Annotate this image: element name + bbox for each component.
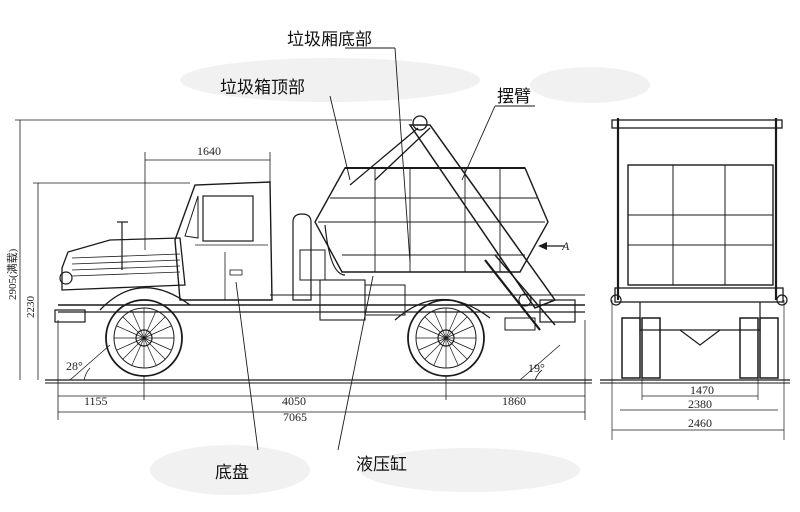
dim-overall-width: 2460 bbox=[688, 416, 712, 430]
dimension-lines bbox=[15, 119, 784, 431]
dim-front-overhang: 1155 bbox=[84, 394, 108, 408]
leader-lines bbox=[235, 47, 535, 451]
dim-height-2: 2230 bbox=[25, 296, 37, 319]
label-view-marker: A bbox=[561, 239, 570, 253]
rear-view bbox=[610, 118, 788, 440]
dim-overall-height: 2905(满载) bbox=[6, 248, 19, 300]
dim-cab-length: 1640 bbox=[197, 144, 221, 158]
side-view bbox=[54, 115, 585, 377]
label-swing-arm: 摆臂 bbox=[497, 87, 531, 107]
dim-overall-length: 7065 bbox=[283, 410, 307, 424]
label-box-bottom: 垃圾厢底部 bbox=[287, 30, 372, 50]
label-hydraulic-cylinder: 液压缸 bbox=[356, 454, 407, 475]
label-box-top: 垃圾箱顶部 bbox=[220, 78, 305, 98]
label-chassis: 底盘 bbox=[215, 463, 249, 483]
dim-departure-angle: 19° bbox=[528, 361, 545, 375]
ground-line bbox=[45, 379, 790, 384]
dim-wheelbase: 4050 bbox=[282, 394, 306, 408]
background-smudges bbox=[150, 58, 650, 495]
dim-frame-width: 2380 bbox=[688, 397, 712, 411]
dim-track-rear: 1470 bbox=[690, 383, 714, 397]
dim-rear-overhang: 1860 bbox=[502, 394, 526, 408]
dim-approach-angle: 28° bbox=[66, 359, 83, 373]
